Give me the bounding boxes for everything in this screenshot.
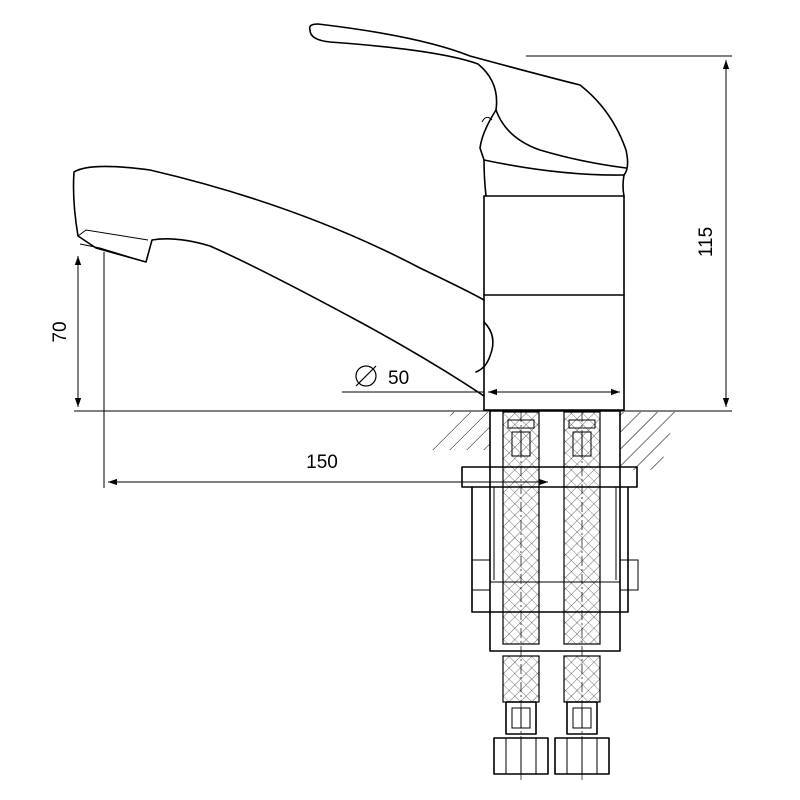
spout [72,165,494,397]
hose-end-left [493,655,549,775]
faucet-body [483,159,625,411]
dimension-base-diameter-label: 50 [388,368,409,389]
counter-section-hatch [432,412,676,470]
lever-handle [308,23,629,176]
hose-end-right [554,655,610,775]
diameter-symbol-icon [355,365,377,387]
hose-left [502,411,540,780]
dimension-height-total-label: 115 [696,227,717,257]
dimension-base-diameter: 50 [342,365,620,396]
dimension-spout-height: 70 [50,256,82,407]
dimension-spout-reach-label: 150 [306,452,338,473]
dimension-spout-height-label: 70 [50,321,71,342]
dimension-height-total: 115 [526,55,732,407]
dimension-spout-reach: 150 [103,252,548,488]
